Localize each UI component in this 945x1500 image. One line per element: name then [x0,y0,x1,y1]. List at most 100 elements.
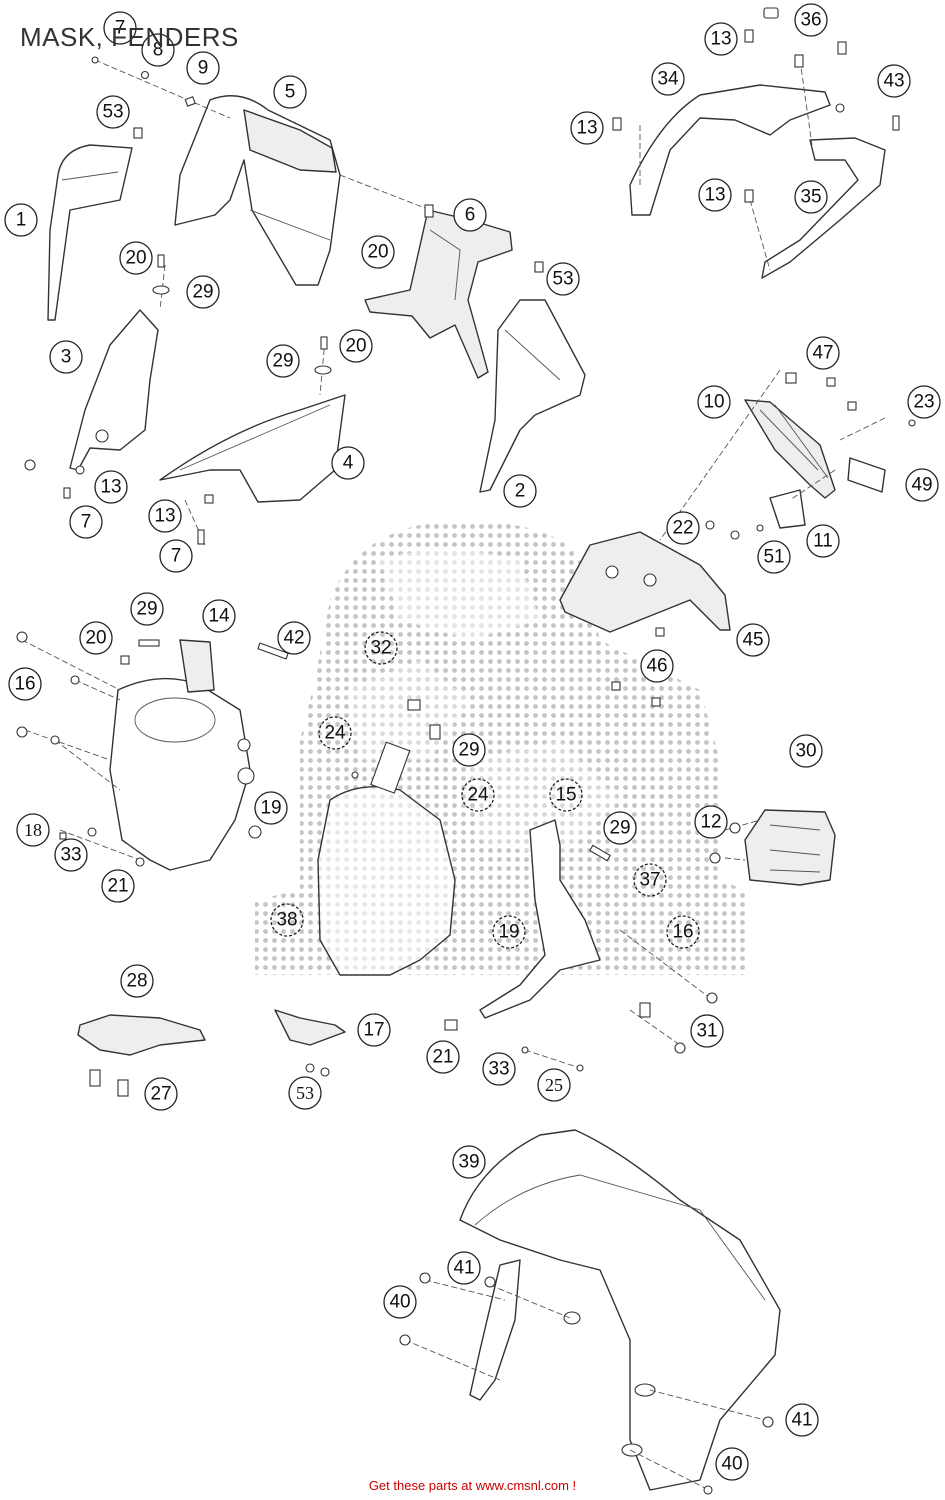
svg-text:42: 42 [283,628,304,649]
callout-13[interactable]: 13 [570,111,604,145]
callout-4[interactable]: 4 [331,446,365,480]
part-28-lower-bracket [77,1014,206,1056]
callout-27[interactable]: 27 [144,1077,178,1111]
callout-3[interactable]: 3 [49,340,83,374]
callout-33[interactable]: 33 [482,1052,516,1086]
callout-7[interactable]: 7 [103,11,137,45]
callout-8[interactable]: 8 [141,33,175,67]
callout-1[interactable]: 1 [4,203,38,237]
callout-40[interactable]: 40 [715,1447,749,1481]
callout-20[interactable]: 20 [119,241,153,275]
svg-text:36: 36 [800,10,821,31]
callout-19[interactable]: 19 [254,791,288,825]
callout-29[interactable]: 29 [130,592,164,626]
callout-9[interactable]: 9 [186,51,220,85]
callout-16[interactable]: 16 [666,915,700,949]
svg-text:21: 21 [432,1047,453,1068]
callout-25[interactable]: 25 [537,1068,571,1102]
part-45-rear-fender [559,531,731,633]
callout-6[interactable]: 6 [453,198,487,232]
callout-29[interactable]: 29 [603,811,637,845]
callout-38[interactable]: 38 [270,903,304,937]
callout-29[interactable]: 29 [186,275,220,309]
callout-30[interactable]: 30 [789,734,823,768]
callout-53[interactable]: 53 [546,262,580,296]
callout-43[interactable]: 43 [877,64,911,98]
svg-text:53: 53 [296,1083,314,1103]
svg-text:15: 15 [555,785,576,806]
callout-28[interactable]: 28 [120,964,154,998]
callout-15[interactable]: 15 [549,778,583,812]
callout-10[interactable]: 10 [697,385,731,419]
part-11-bracket [769,489,806,529]
callout-22[interactable]: 22 [666,511,700,545]
svg-text:4: 4 [343,453,354,474]
callout-40[interactable]: 40 [383,1285,417,1319]
callout-20[interactable]: 20 [339,329,373,363]
callout-21[interactable]: 21 [101,869,135,903]
callout-labels: 7 8 9 53 5 1 6 20 29 20 53 3 29 20 4 2 1… [4,3,941,1481]
callout-5[interactable]: 5 [273,75,307,109]
callout-11[interactable]: 11 [806,524,840,558]
callout-34[interactable]: 34 [651,62,685,96]
callout-19[interactable]: 19 [492,915,526,949]
callout-39[interactable]: 39 [452,1145,486,1179]
svg-text:33: 33 [60,845,81,866]
callout-7[interactable]: 7 [69,505,103,539]
callout-14[interactable]: 14 [202,599,236,633]
callout-13[interactable]: 13 [698,178,732,212]
callout-29[interactable]: 29 [452,733,486,767]
callout-24[interactable]: 24 [318,716,352,750]
svg-text:31: 31 [696,1021,717,1042]
svg-text:13: 13 [154,506,175,527]
callout-20[interactable]: 20 [361,235,395,269]
part-2-side-panel [479,299,586,493]
callout-31[interactable]: 31 [690,1014,724,1048]
svg-text:40: 40 [389,1292,410,1313]
callout-13[interactable]: 13 [704,22,738,56]
part-4-side-fairing [159,394,346,503]
callout-29[interactable]: 29 [266,344,300,378]
svg-text:20: 20 [125,248,146,269]
svg-text:53: 53 [552,269,573,290]
svg-text:18: 18 [24,820,42,840]
footer-link[interactable]: Get these parts at www.cmsnl.com ! [0,1478,945,1493]
callout-2[interactable]: 2 [503,474,537,508]
callout-53[interactable]: 53 [96,95,130,129]
callout-45[interactable]: 45 [736,623,770,657]
svg-text:5: 5 [285,82,296,103]
svg-text:24: 24 [467,785,489,806]
callout-32[interactable]: 32 [364,631,398,665]
callout-49[interactable]: 49 [905,468,939,502]
callout-35[interactable]: 35 [794,180,828,214]
callout-37[interactable]: 37 [633,863,667,897]
svg-text:8: 8 [153,40,164,61]
callout-51[interactable]: 51 [757,540,791,574]
callout-53[interactable]: 53 [288,1076,322,1110]
svg-text:51: 51 [763,547,784,568]
part-3-lower-cover [69,309,159,471]
callout-33[interactable]: 33 [54,838,88,872]
callout-42[interactable]: 42 [277,621,311,655]
svg-text:33: 33 [488,1059,509,1080]
callout-23[interactable]: 23 [907,385,941,419]
callout-46[interactable]: 46 [640,649,674,683]
svg-text:32: 32 [370,638,391,659]
svg-text:28: 28 [126,971,147,992]
callout-18[interactable]: 18 [16,813,50,847]
svg-text:20: 20 [85,628,106,649]
callout-41[interactable]: 41 [447,1251,481,1285]
callout-13[interactable]: 13 [148,499,182,533]
callout-36[interactable]: 36 [794,3,828,37]
callout-16[interactable]: 16 [8,667,42,701]
callout-7[interactable]: 7 [159,539,193,573]
callout-17[interactable]: 17 [357,1013,391,1047]
callout-20[interactable]: 20 [79,621,113,655]
svg-text:35: 35 [800,187,821,208]
callout-41[interactable]: 41 [785,1403,819,1437]
callout-21[interactable]: 21 [426,1040,460,1074]
callout-24[interactable]: 24 [461,778,495,812]
callout-13[interactable]: 13 [94,470,128,504]
callout-12[interactable]: 12 [694,805,728,839]
callout-47[interactable]: 47 [806,336,840,370]
